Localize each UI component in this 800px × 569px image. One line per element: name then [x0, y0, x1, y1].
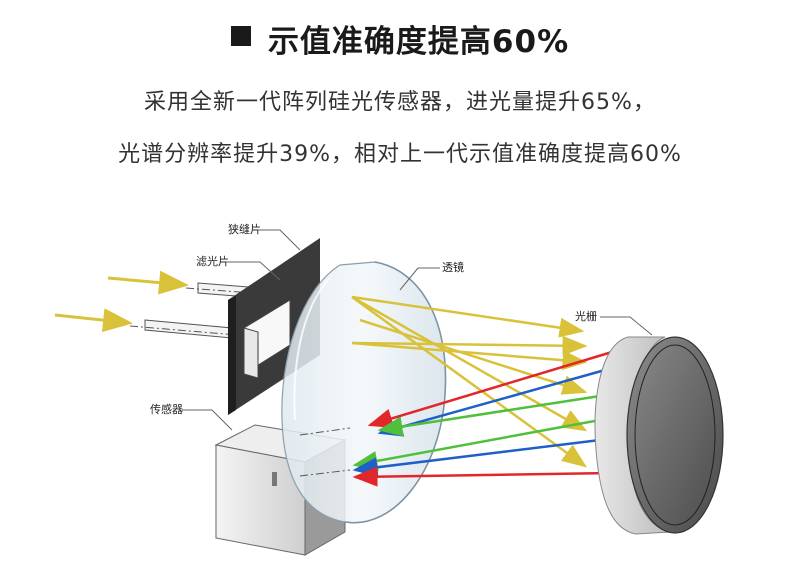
subtitle-line-2: 光谱分辨率提升39%，相对上一代示值准确度提高60% [118, 142, 682, 167]
incoming-light-beams [54, 270, 189, 333]
sensor-label: 传感器 [150, 403, 183, 416]
yellow-rays [351, 295, 588, 468]
slit-label: 狭缝片 [228, 222, 261, 236]
lens-label: 透镜 [442, 260, 464, 274]
filter-label: 滤光片 [196, 254, 229, 268]
grating [594, 336, 724, 535]
label-leaders [182, 229, 653, 431]
grating-label: 光栅 [575, 309, 597, 323]
dispersed-rays [352, 350, 613, 487]
title-row: 示值准确度提高60% [0, 16, 800, 61]
page-title: 示值准确度提高60% [267, 24, 570, 60]
title-bullet-icon [230, 25, 251, 46]
subtitle-line-1: 采用全新一代阵列硅光传感器，进光量提升65%， [144, 90, 656, 115]
